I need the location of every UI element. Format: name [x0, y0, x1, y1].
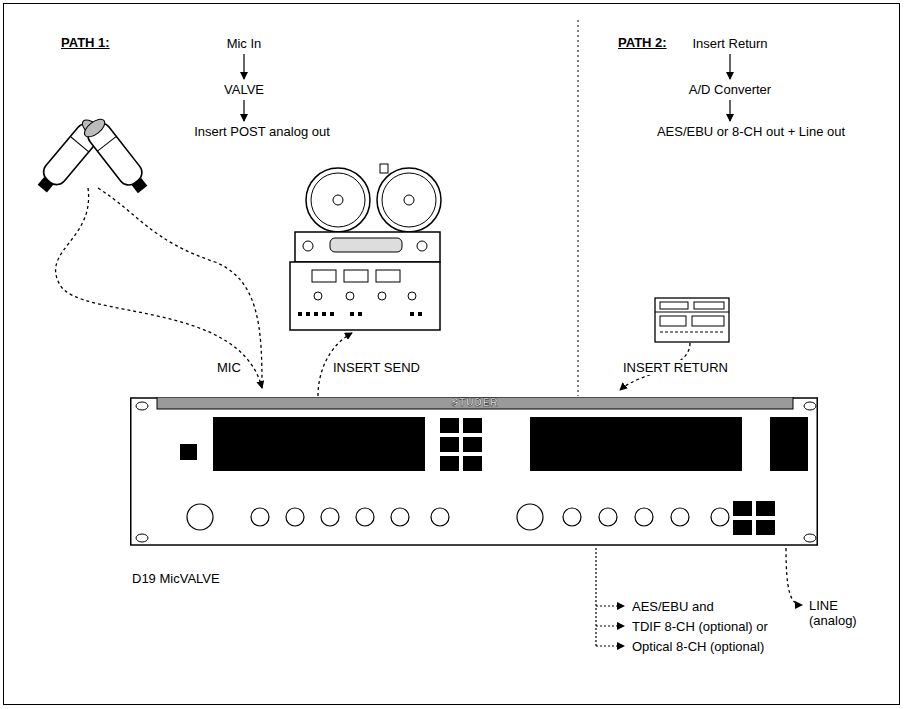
knob — [635, 508, 653, 526]
device-panel: STUDERD19 MicVALVE — [130, 397, 818, 547]
cassette-deck — [655, 298, 729, 342]
knob — [599, 508, 617, 526]
step-text: Mic In — [225, 35, 264, 52]
display — [530, 417, 742, 471]
step-text: A/D Converter — [687, 81, 773, 98]
tape-recorder — [290, 164, 441, 330]
panel-outline — [130, 397, 818, 547]
divider — [578, 20, 579, 396]
button — [440, 437, 459, 452]
flow-step: A/D Converter — [687, 81, 773, 98]
button — [733, 520, 752, 535]
display — [770, 417, 808, 471]
rack-hole — [804, 402, 816, 410]
rack-hole — [136, 402, 148, 410]
step-text: Insert Return — [690, 35, 769, 52]
button — [463, 418, 482, 433]
mic-cable — [98, 188, 262, 388]
knob — [517, 504, 543, 530]
panel-top-bar — [157, 397, 793, 409]
knob — [563, 508, 581, 526]
line-output-cable — [786, 548, 802, 605]
knob — [671, 508, 689, 526]
button — [463, 456, 482, 471]
flow-step: Mic In — [225, 35, 264, 52]
signal-label: AES/EBU and — [631, 599, 715, 614]
knob — [187, 504, 213, 530]
rack-hole — [136, 534, 148, 542]
flow-step: Insert Return — [690, 35, 769, 52]
microphone — [81, 116, 152, 197]
signal-label: INSERT SEND — [332, 360, 421, 375]
mic-cable — [56, 188, 262, 388]
button — [733, 501, 752, 516]
button — [463, 437, 482, 452]
knob — [431, 508, 449, 526]
digital-output-lines — [596, 548, 624, 646]
knob — [391, 508, 409, 526]
flow-arrow — [243, 100, 244, 121]
signal-label: LINE (analog) — [808, 598, 868, 628]
button — [440, 418, 459, 433]
button — [756, 501, 775, 516]
step-text: Insert POST analog out — [192, 123, 332, 140]
button — [756, 520, 775, 535]
display — [180, 444, 197, 460]
flow-arrow — [243, 54, 244, 79]
flow-step: VALVE — [222, 81, 266, 98]
signal-label: MIC — [216, 360, 242, 375]
knob — [356, 508, 374, 526]
signal-label: TDIF 8-CH (optional) or — [631, 619, 769, 634]
brand-logo: STUDER — [451, 397, 498, 409]
step-text: VALVE — [222, 81, 266, 98]
knob — [286, 508, 304, 526]
knob — [321, 508, 339, 526]
flow-step: Insert POST analog out — [192, 123, 332, 140]
signal-label: INSERT RETURN — [622, 360, 729, 375]
knob — [251, 508, 269, 526]
path-heading: PATH 2: — [617, 35, 668, 50]
panel-body — [131, 398, 818, 545]
display — [213, 417, 425, 471]
path-heading: PATH 1: — [60, 35, 111, 50]
rack-hole — [804, 534, 816, 542]
device-name: D19 MicVALVE — [132, 571, 220, 586]
flow-arrow — [729, 54, 730, 79]
knob — [711, 508, 729, 526]
flow-arrow — [729, 100, 730, 121]
button — [440, 456, 459, 471]
step-text: AES/EBU or 8-CH out + Line out — [655, 123, 847, 140]
signal-label: Optical 8-CH (optional) — [631, 639, 765, 654]
flow-step: AES/EBU or 8-CH out + Line out — [655, 123, 847, 140]
frame — [4, 4, 900, 705]
